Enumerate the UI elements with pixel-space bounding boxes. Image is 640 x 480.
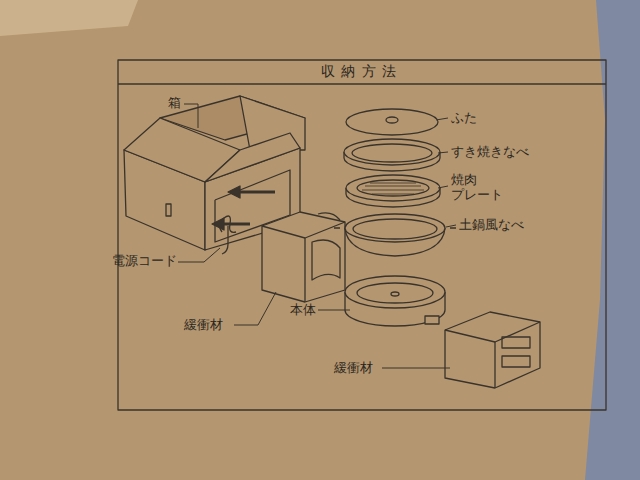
part-label: 焼肉 プレート	[451, 173, 508, 203]
paper-scrap	[0, 0, 138, 36]
right-cushion	[445, 312, 540, 388]
left-cushion	[262, 212, 345, 302]
panel-title: 収納方法	[321, 63, 402, 81]
part-label: 本体	[290, 303, 316, 318]
sukiyaki-pan	[344, 139, 440, 171]
panel-frame	[118, 60, 606, 410]
insert-arrows	[212, 186, 275, 230]
part-label: すき焼きなべ	[451, 145, 529, 160]
header-line	[118, 83, 606, 84]
main-body	[345, 276, 445, 326]
part-label: ふた	[451, 111, 477, 126]
part-label: 土鍋風なべ	[459, 218, 524, 233]
part-label: 箱	[168, 96, 181, 111]
cloth	[585, 0, 640, 480]
part-label: 電源コード	[112, 254, 177, 269]
grill-plate	[346, 175, 440, 207]
part-label: 緩衝材	[184, 318, 223, 333]
leader-lines	[178, 104, 456, 368]
lid	[346, 109, 438, 135]
part-label: 緩衝材	[334, 361, 373, 376]
donabe-pot	[334, 214, 456, 256]
